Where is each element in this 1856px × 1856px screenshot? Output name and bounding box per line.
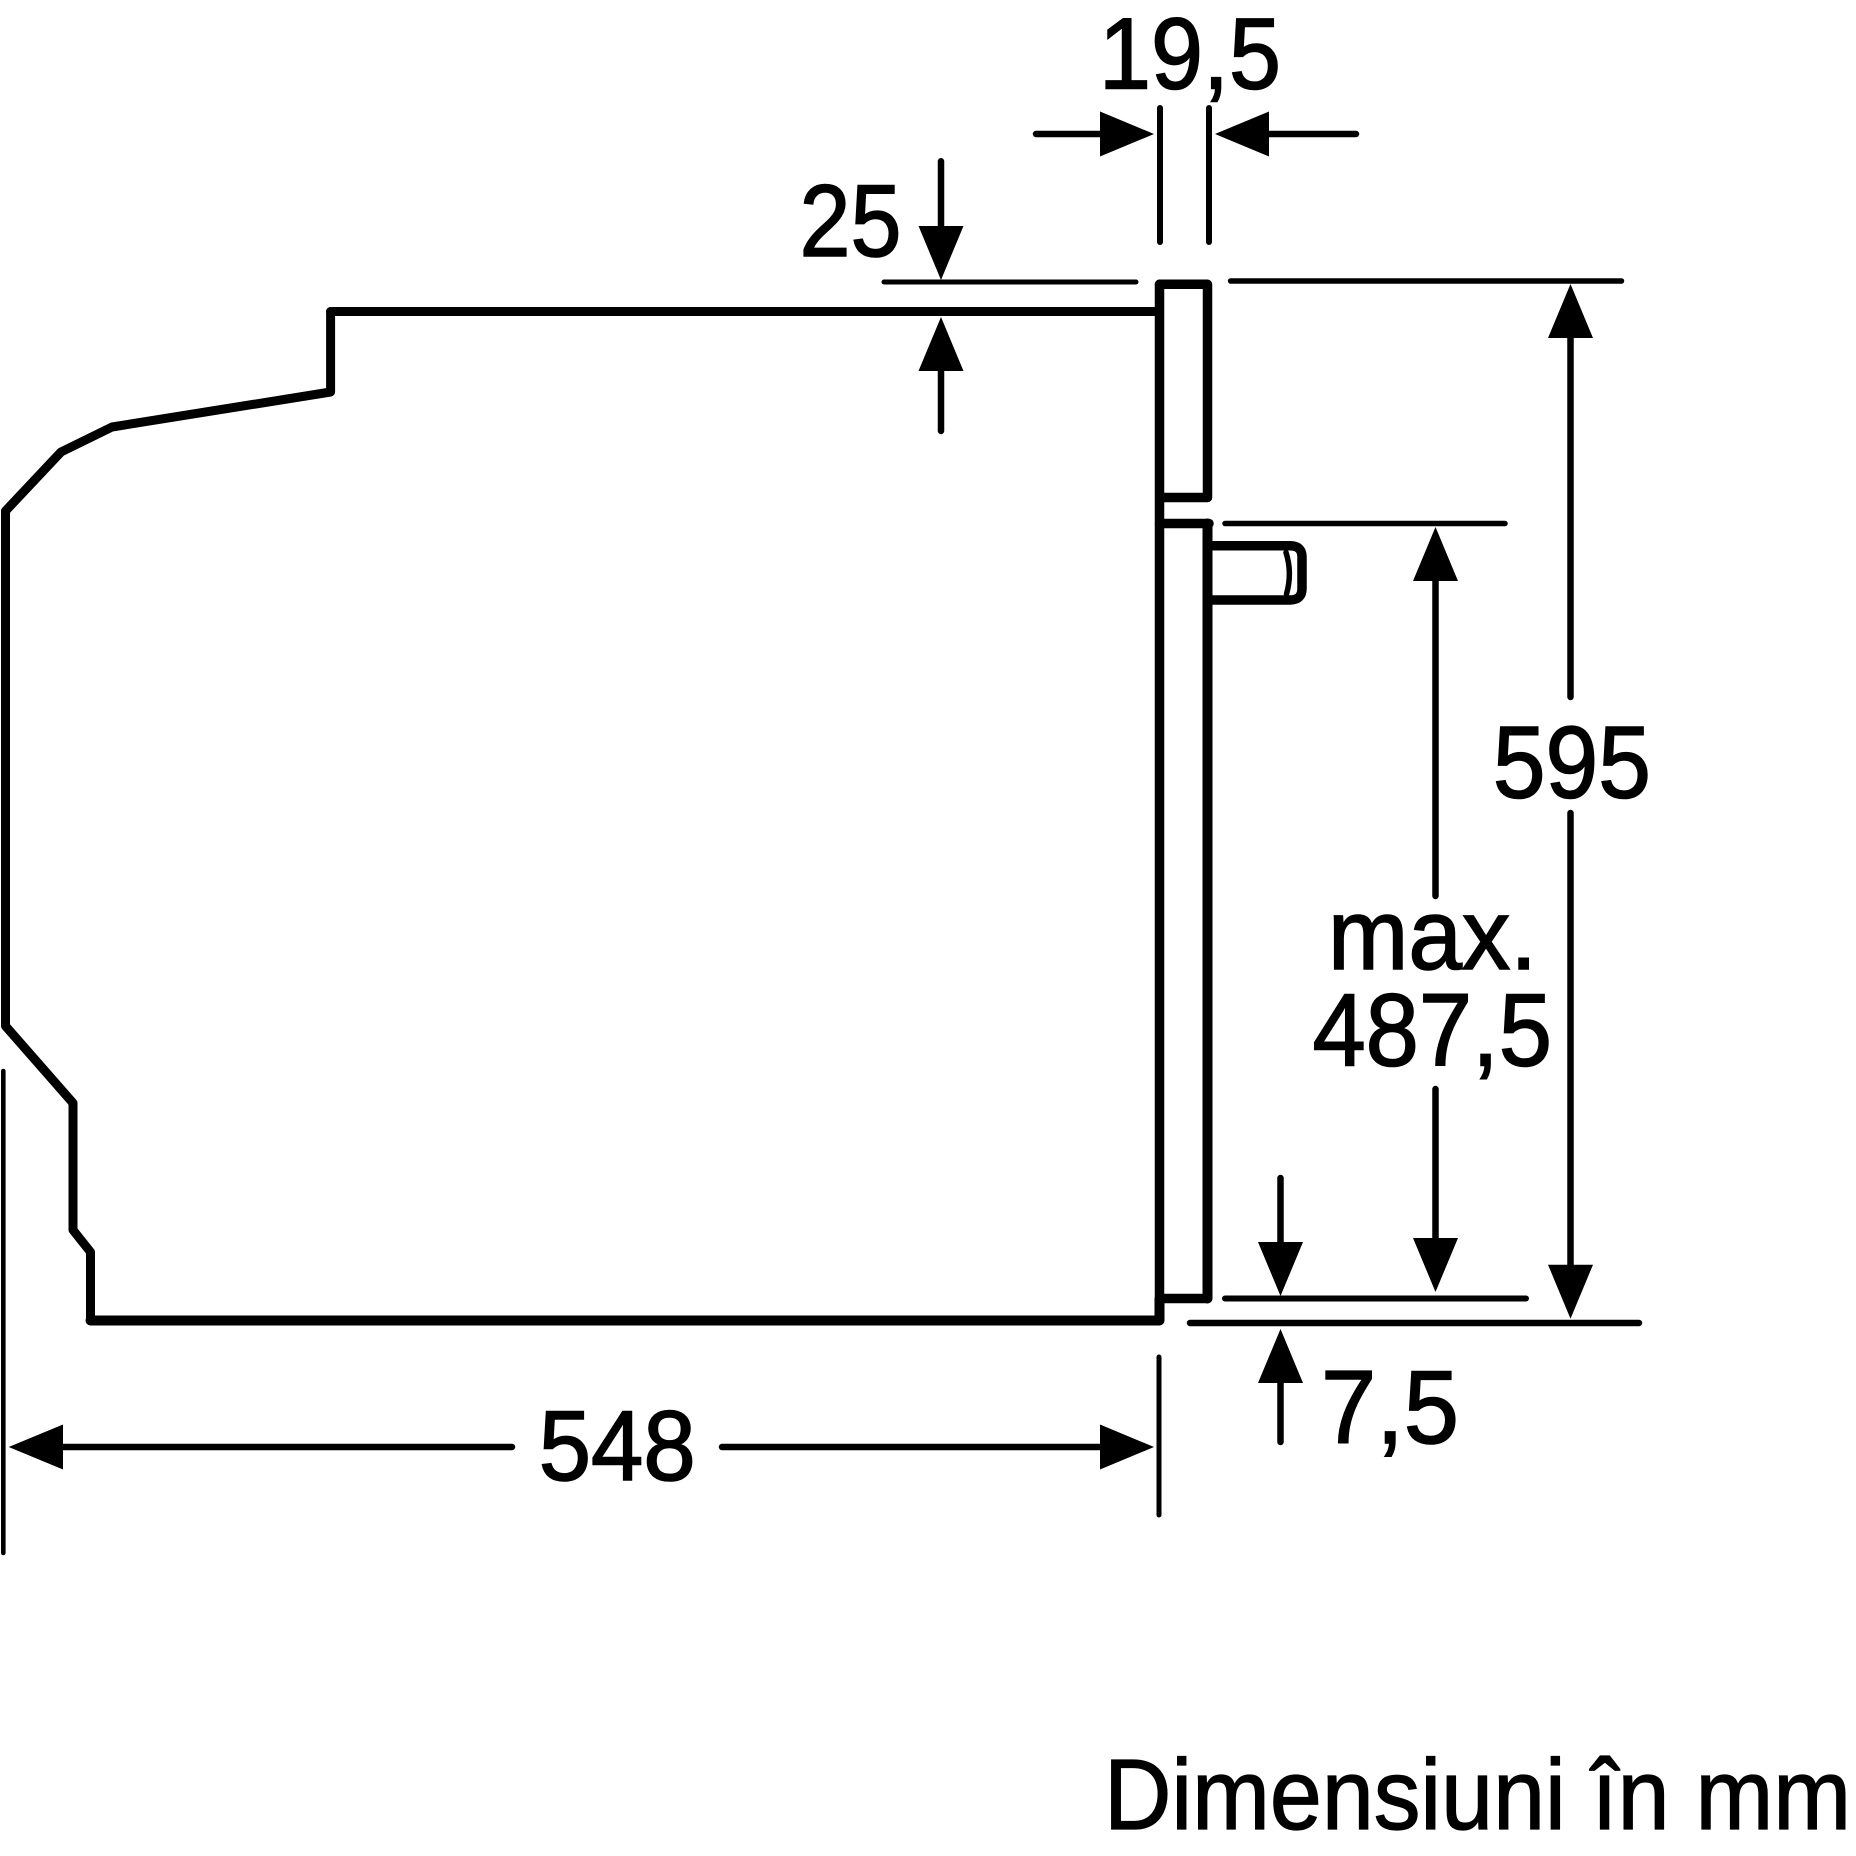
svg-text:25: 25	[800, 164, 902, 278]
svg-text:19,5: 19,5	[1099, 0, 1281, 111]
svg-text:max.: max.	[1328, 879, 1537, 991]
svg-text:548: 548	[539, 1390, 696, 1501]
svg-text:Dimensiuni în mm: Dimensiuni în mm	[1104, 1739, 1851, 1851]
svg-text:7,5: 7,5	[1321, 1350, 1459, 1466]
svg-text:595: 595	[1493, 706, 1651, 820]
svg-text:487,5: 487,5	[1312, 972, 1552, 1087]
